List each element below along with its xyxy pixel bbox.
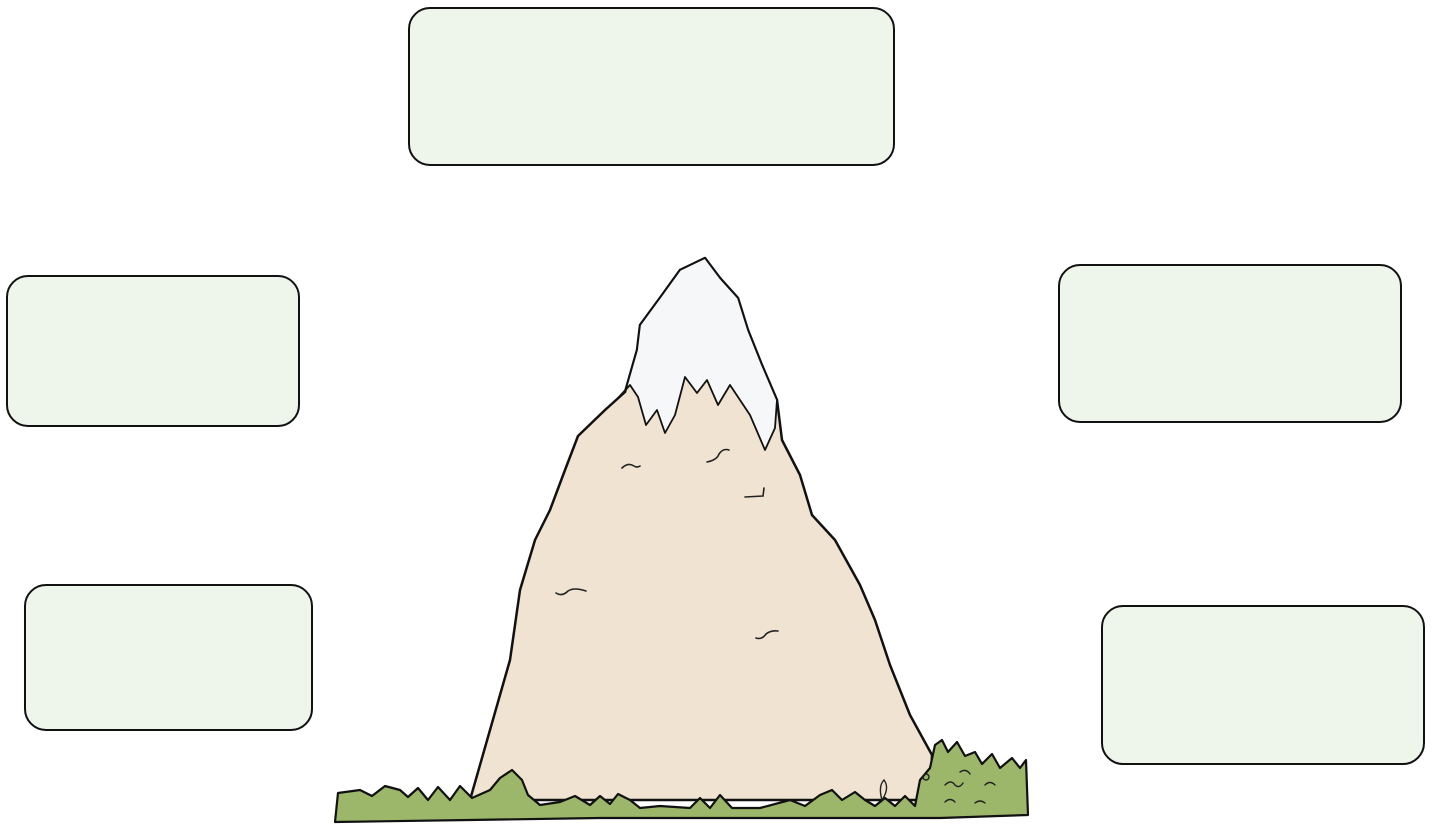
- label-box-right-lower[interactable]: [1101, 605, 1425, 765]
- label-box-right-upper[interactable]: [1058, 264, 1402, 423]
- label-box-left-lower[interactable]: [24, 584, 313, 731]
- label-box-top[interactable]: [408, 7, 895, 166]
- label-box-left-upper[interactable]: [6, 275, 300, 427]
